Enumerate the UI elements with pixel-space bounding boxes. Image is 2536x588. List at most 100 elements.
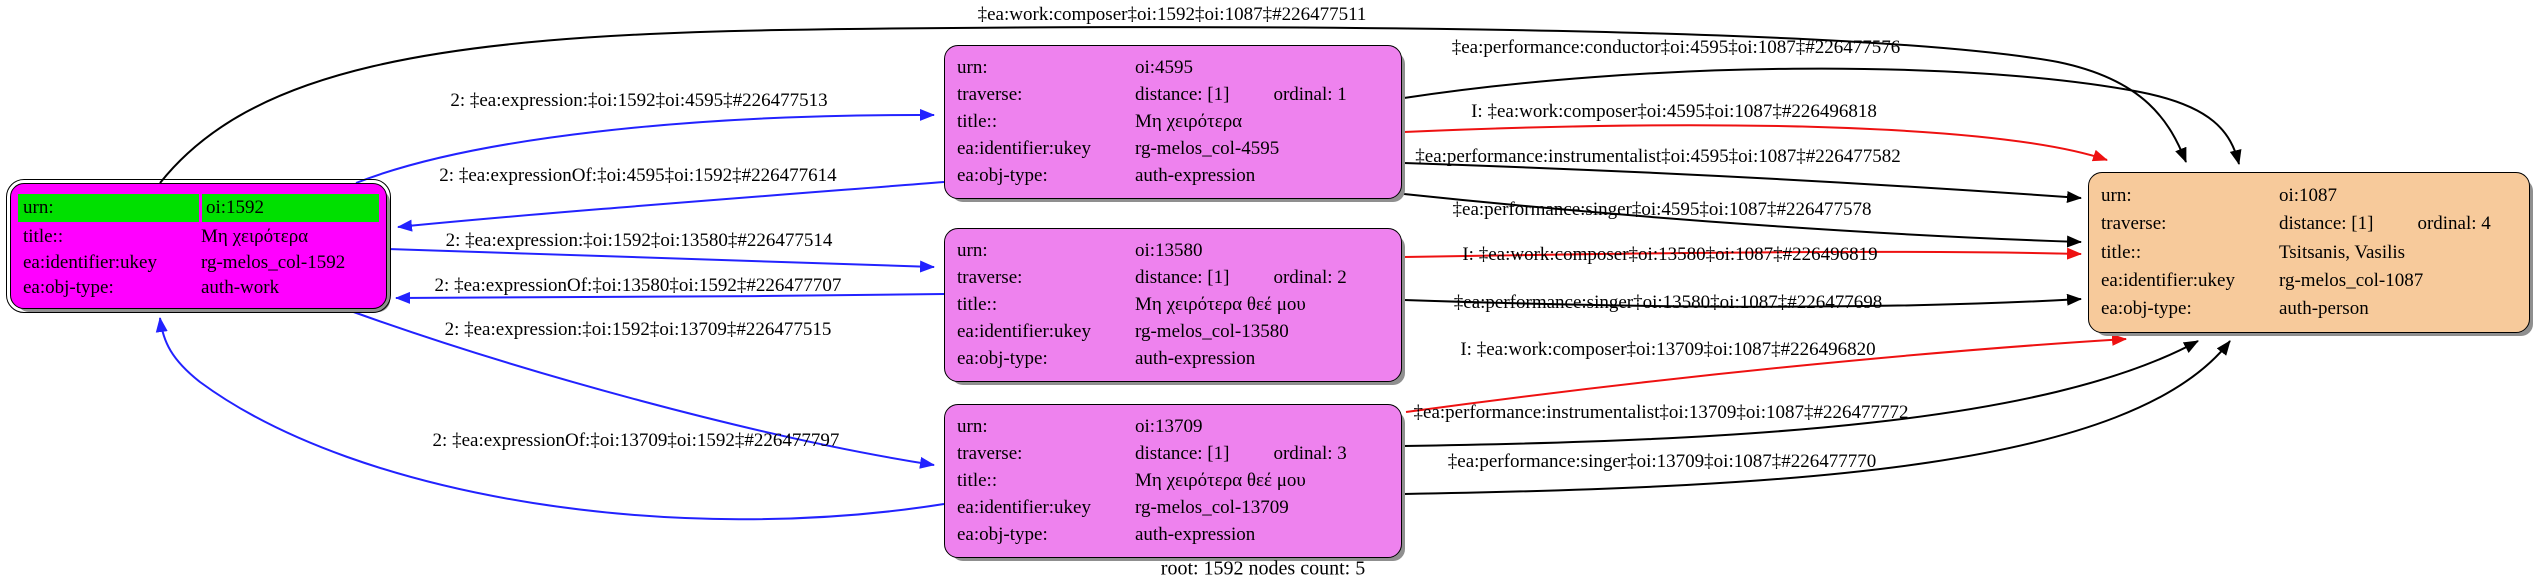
- edge-label-expression-1592-13709: 2: ‡ea:expression:‡oi:1592‡oi:13709‡#226…: [444, 319, 832, 340]
- edge-performance-singer-4595: [1403, 193, 2082, 248]
- row-label: title::: [957, 294, 998, 316]
- row-value: auth-person: [2279, 297, 2369, 319]
- node-row-objtype: ea:obj-type:auth-work: [11, 276, 386, 298]
- edge-performance-singer-13709: [1403, 340, 2231, 495]
- node-row-traverse: traverse: distance: [1] ordinal: 4: [2089, 214, 2529, 234]
- node-row-objtype: ea:obj-type: auth-person: [2089, 297, 2529, 319]
- row-value: auth-expression: [1135, 347, 1256, 369]
- row-label: urn:: [957, 57, 988, 79]
- row-value: oi:13580: [1135, 240, 1203, 262]
- edge-performance-conductor-4595: [1403, 67, 2242, 165]
- row-label: ea:obj-type:: [957, 347, 1048, 369]
- node-row-identifier: ea:identifier:ukey rg-melos_col-1592: [11, 251, 386, 273]
- row-value: oi:13709: [1135, 416, 1203, 438]
- edge-label-work-composer-13580: I: ‡ea:work:composer‡oi:13580‡oi:1087‡#2…: [1462, 244, 1878, 265]
- edge-label-performance-singer-13709: ‡ea:performance:singer‡oi:13709‡oi:1087‡…: [1447, 451, 1877, 472]
- node-row-objtype: ea:obj-type: auth-expression: [945, 525, 1401, 545]
- edge-work-composer-4595: [1403, 124, 2108, 162]
- row-ordinal: ordinal: 3: [1273, 443, 1347, 465]
- edge-expressionOf-13709-1592: [155, 317, 945, 521]
- row-label: traverse:: [957, 267, 1023, 289]
- row-label: ea:identifier:ukey: [957, 321, 1091, 342]
- edge-label-expressionOf-13709-1592: 2: ‡ea:expressionOf:‡oi:13709‡oi:1592‡#2…: [432, 430, 840, 451]
- row-label: ea:identifier:ukey: [2101, 269, 2235, 291]
- row-value: Μη χειρότερα: [201, 226, 309, 248]
- node-row-traverse: traverse:distance: [1]ordinal: 3: [945, 444, 1401, 464]
- node-row-title: title::Μη χειρότερα: [11, 227, 386, 247]
- row-value: auth-expression: [1135, 164, 1256, 186]
- node-expression-4595: urn:oi:4595 traverse:distance: [1]ordina…: [944, 45, 1402, 199]
- row-label: traverse:: [2101, 213, 2167, 235]
- node-row-identifier: ea:identifier:ukey rg-melos_col-13580: [945, 322, 1401, 342]
- node-row-title: title::Μη χειρότερα θεέ μου: [945, 471, 1401, 491]
- node-row-urn: urn:oi:13709: [945, 417, 1401, 437]
- row-value: distance: [1]: [1135, 443, 1230, 465]
- edge-work-composer-1592-1087: [159, 26, 2187, 184]
- row-value: distance: [1]: [1135, 267, 1230, 289]
- edge-label-performance-instrumentalist-4595: ‡ea:performance:instrumentalist‡oi:4595‡…: [1415, 146, 1901, 167]
- edge-performance-singer-13580: [1403, 293, 2082, 308]
- row-label: ea:identifier:ukey: [957, 497, 1091, 518]
- row-ordinal: ordinal: 1: [1273, 84, 1347, 106]
- row-value: rg-melos_col-13709: [1135, 497, 1289, 518]
- row-label: ea:obj-type:: [957, 164, 1048, 186]
- node-person-1087: urn:oi:1087 traverse: distance: [1] ordina…: [2088, 172, 2530, 333]
- row-value: distance: [1]: [2279, 213, 2374, 235]
- node-row-title: title::Tsitsanis, Vasilis: [2089, 241, 2529, 263]
- row-label: ea:obj-type:: [2101, 297, 2192, 319]
- node-row-identifier: ea:identifier:ukey rg-melos_col-13709: [945, 498, 1401, 518]
- node-row-traverse: traverse:distance: [1]ordinal: 1: [945, 85, 1401, 105]
- row-value: rg-melos_col-4595: [1135, 138, 1280, 159]
- edge-work-composer-13709: [1405, 333, 2127, 413]
- row-label: traverse:: [957, 84, 1023, 106]
- row-label: title::: [2101, 241, 2142, 263]
- row-label: ea:obj-type:: [957, 523, 1048, 545]
- row-label: title::: [23, 226, 64, 248]
- edge-label-performance-instrumentalist-13709: ‡ea:performance:instrumentalist‡oi:13709…: [1413, 402, 1909, 423]
- edge-label-expressionOf-13580-1592: 2: ‡ea:expressionOf:‡oi:13580‡oi:1592‡#2…: [434, 275, 842, 296]
- row-label: ea:identifier:ukey: [957, 138, 1091, 159]
- node-row-urn: urn: oi:13580: [945, 241, 1401, 261]
- row-value: Μη χειρότερα: [1135, 111, 1243, 133]
- edge-expression-1592-13709: [347, 309, 935, 469]
- row-label: title::: [957, 111, 998, 133]
- row-value: auth-expression: [1135, 523, 1256, 545]
- edge-work-composer-13580: [1403, 247, 2082, 260]
- graph-caption: root: 1592 nodes count: 5: [1160, 557, 1366, 580]
- node-expression-13580: urn: oi:13580 traverse: distance: [1] ordin…: [944, 228, 1402, 382]
- row-value: Tsitsanis, Vasilis: [2279, 241, 2406, 263]
- edge-expressionOf-4595-1592: [397, 181, 945, 232]
- edge-label-expression-1592-4595: 2: ‡ea:expression:‡oi:1592‡oi:4595‡#2264…: [450, 90, 828, 111]
- row-ordinal: ordinal: 2: [1273, 267, 1347, 289]
- row-label: title::: [957, 470, 998, 492]
- row-value: Μη χειρότερα θεέ μου: [1135, 470, 1306, 492]
- node-row-traverse: traverse: distance: [1] ordinal: 2: [945, 268, 1401, 288]
- edge-label-performance-singer-4595: ‡ea:performance:singer‡oi:4595‡oi:1087‡#…: [1452, 199, 1872, 220]
- edge-performance-instrumentalist-13709: [1403, 340, 2199, 447]
- row-label: ea:identifier:ukey: [23, 251, 157, 273]
- edge-label-performance-singer-13580: ‡ea:performance:singer‡oi:13580‡oi:1087‡…: [1453, 292, 1883, 313]
- node-row-urn: urn:oi:1592: [11, 194, 386, 223]
- node-expression-13709: urn:oi:13709 traverse:distance: [1]ordin…: [944, 404, 1402, 558]
- row-label: urn:: [18, 194, 199, 223]
- row-value: oi:1087: [2279, 185, 2338, 207]
- edge-label-work-composer-4595: I: ‡ea:work:composer‡oi:4595‡oi:1087‡#22…: [1471, 101, 1877, 122]
- row-label: urn:: [957, 240, 988, 262]
- edge-label-expression-1592-13580: 2: ‡ea:expression:‡oi:1592‡oi:13580‡#226…: [445, 230, 833, 251]
- node-row-urn: urn:oi:4595: [945, 58, 1401, 78]
- edge-label-work-composer-13709: I: ‡ea:work:composer‡oi:13709‡oi:1087‡#2…: [1460, 339, 1876, 360]
- edge-expression-1592-13580: [387, 248, 935, 273]
- edge-performance-instrumentalist-4595: [1403, 162, 2082, 203]
- row-value: oi:1592: [202, 194, 379, 223]
- edge-label-expressionOf-4595-1592: 2: ‡ea:expressionOf:‡oi:4595‡oi:1592‡#22…: [439, 165, 837, 186]
- row-ordinal: ordinal: 4: [2417, 213, 2491, 235]
- node-row-identifier: ea:identifier:ukey rg-melos_col-4595: [945, 139, 1401, 159]
- row-value: auth-work: [201, 276, 280, 298]
- edge-label-performance-conductor-4595: ‡ea:performance:conductor‡oi:4595‡oi:108…: [1451, 37, 1901, 58]
- row-value: rg-melos_col-1592: [201, 251, 346, 273]
- row-value: rg-melos_col-13580: [1135, 321, 1289, 342]
- node-row-urn: urn:oi:1087: [2089, 186, 2529, 206]
